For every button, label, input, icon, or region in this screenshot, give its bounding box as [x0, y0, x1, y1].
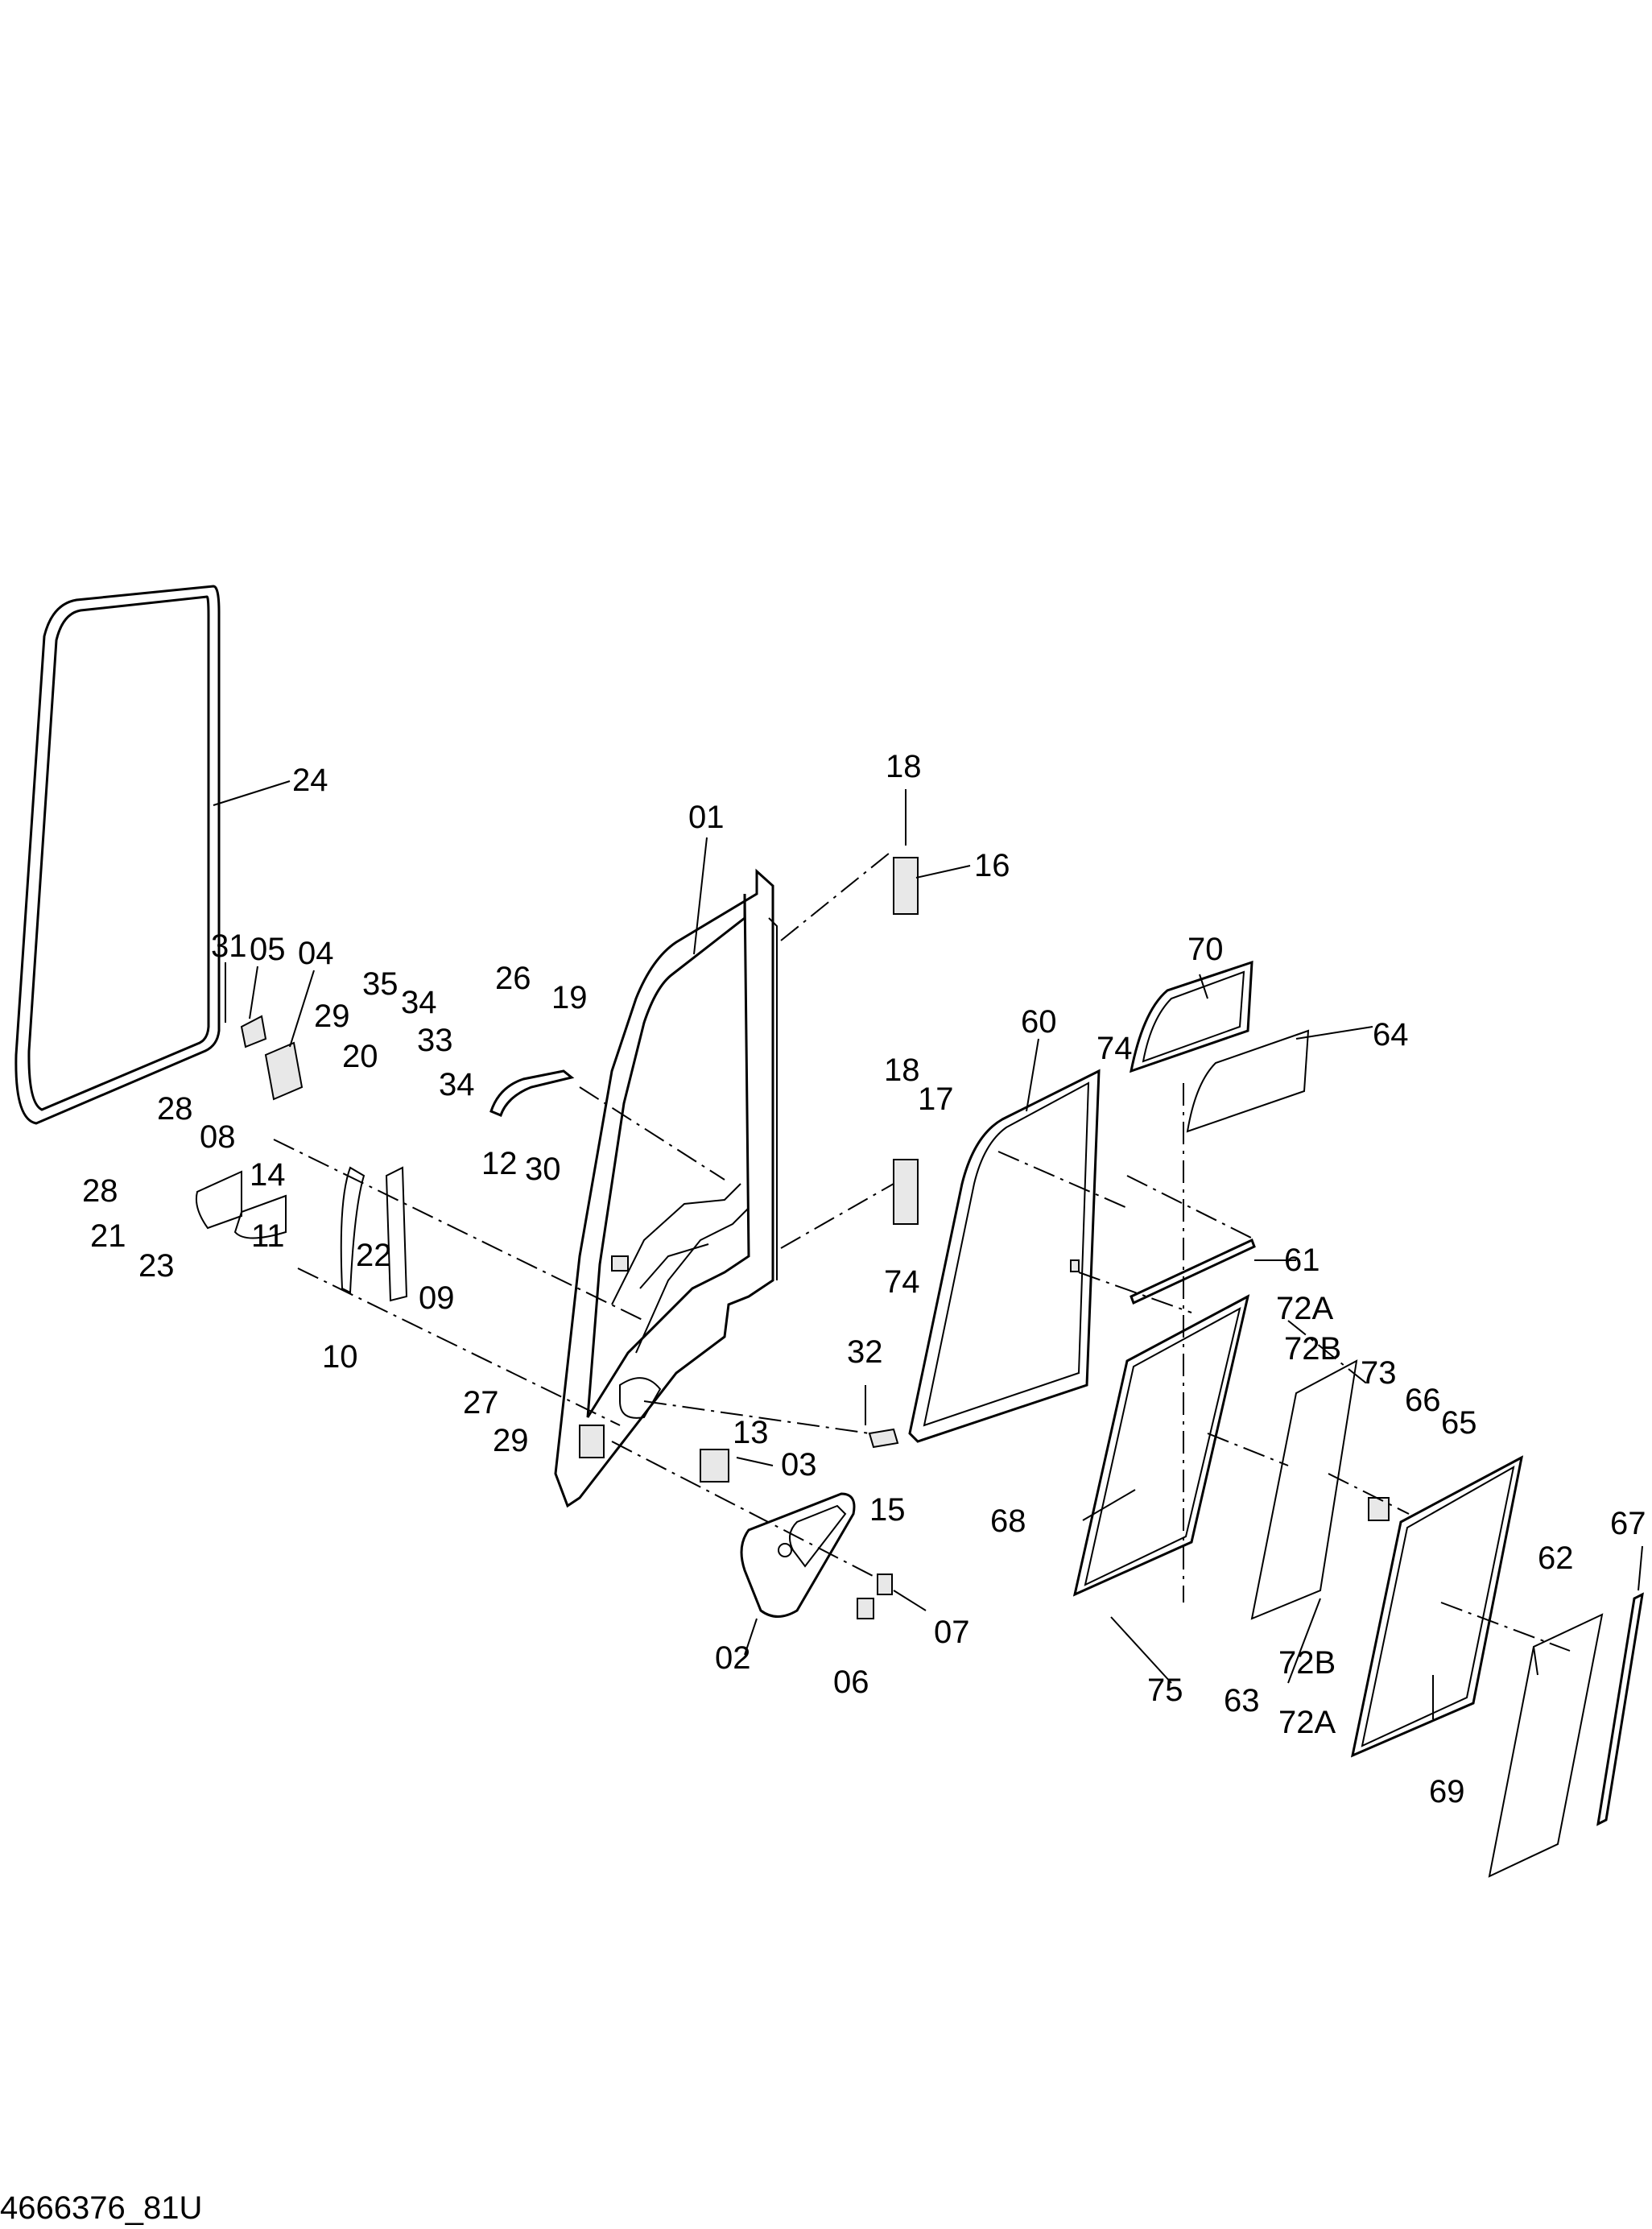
callout-73: 73 [1361, 1355, 1397, 1391]
callout-27: 27 [463, 1385, 499, 1421]
callout-labels: 24 01 18 16 31 05 04 35 34 33 34 29 20 2… [82, 749, 1646, 1809]
callout-60: 60 [1021, 1004, 1057, 1040]
callout-75: 75 [1147, 1673, 1183, 1708]
part-61-rail [1130, 1238, 1256, 1305]
callout-06: 06 [833, 1665, 869, 1700]
part-06-screw [857, 1598, 874, 1619]
part-19-grab-handle [489, 1069, 575, 1117]
callout-72B: 72B [1284, 1331, 1341, 1367]
callout-61: 61 [1284, 1243, 1320, 1278]
callout-11: 11 [251, 1218, 285, 1254]
callout-28: 28 [157, 1091, 193, 1127]
callout-02: 02 [715, 1640, 751, 1676]
callout-12: 12 [481, 1146, 518, 1181]
part-64-upper-glass [1186, 1029, 1310, 1133]
assembly-lines [273, 849, 1571, 1652]
callout-01: 01 [688, 800, 725, 835]
part-16-hinge [893, 857, 919, 915]
callout-24: 24 [292, 763, 328, 798]
callout-26: 26 [495, 961, 531, 996]
callout-63: 63 [1224, 1683, 1260, 1718]
callout-70: 70 [1187, 932, 1224, 967]
callout-67: 67 [1610, 1506, 1646, 1541]
callout-74: 74 [1097, 1031, 1133, 1066]
callout-19: 19 [551, 980, 588, 1015]
leader-lines [213, 780, 1643, 1719]
part-03-latch [700, 1449, 729, 1483]
callout-14: 14 [250, 1157, 286, 1193]
part-65-catch [1368, 1497, 1390, 1521]
callout-08: 08 [200, 1119, 236, 1155]
part-17-hinge [893, 1159, 919, 1225]
callout-17: 17 [918, 1081, 954, 1117]
callout-72A-2: 72A [1278, 1705, 1336, 1740]
callout-28b: 28 [82, 1173, 118, 1209]
callout-74b: 74 [884, 1264, 920, 1300]
callout-18: 18 [886, 749, 922, 784]
part-15-bracket [868, 1428, 899, 1449]
callout-20: 20 [342, 1039, 378, 1074]
callout-18b: 18 [884, 1052, 920, 1088]
callout-04: 04 [298, 936, 334, 971]
callout-34: 34 [401, 985, 437, 1020]
callout-07: 07 [934, 1615, 970, 1650]
callout-10: 10 [322, 1339, 358, 1375]
callout-33: 33 [417, 1023, 453, 1058]
callout-23: 23 [138, 1248, 175, 1284]
callout-29: 29 [314, 999, 350, 1034]
callout-03: 03 [781, 1447, 817, 1483]
callout-21: 21 [90, 1218, 126, 1254]
callout-29b: 29 [493, 1423, 529, 1458]
callout-68: 68 [990, 1503, 1026, 1539]
callout-72A: 72A [1276, 1291, 1333, 1326]
part-02-handle-panel [740, 1492, 856, 1618]
part-01-door-frame [554, 868, 778, 1508]
callout-64: 64 [1373, 1017, 1409, 1052]
part-24-seal [14, 585, 221, 1125]
part-05-bracket [240, 1015, 267, 1048]
drawing-number: 4666376_81U [0, 2190, 202, 2226]
callout-69: 69 [1429, 1774, 1465, 1809]
callout-22: 22 [356, 1238, 392, 1273]
callout-35: 35 [362, 966, 399, 1002]
part-04-lock [264, 1041, 304, 1101]
part-68-window-frame [1072, 1294, 1250, 1597]
part-62-glass [1488, 1613, 1604, 1878]
part-07-clip [877, 1574, 893, 1595]
part-67-strip [1596, 1592, 1644, 1826]
part-21-plate [195, 1170, 242, 1230]
callout-72B-2: 72B [1278, 1645, 1336, 1681]
callout-34b: 34 [439, 1067, 475, 1102]
part-70-upper-frame [1130, 960, 1253, 1073]
part-09-cover [385, 1166, 408, 1302]
callout-30: 30 [525, 1152, 561, 1187]
callout-32: 32 [847, 1334, 883, 1370]
part-60-window-frame [908, 1069, 1101, 1443]
part-23-plate [233, 1194, 287, 1239]
part-63-glass [1250, 1359, 1358, 1620]
callout-13: 13 [733, 1415, 769, 1450]
callout-16: 16 [974, 848, 1010, 883]
callout-05: 05 [250, 932, 286, 967]
callout-62: 62 [1538, 1540, 1574, 1576]
callout-09: 09 [419, 1280, 455, 1316]
part-11-cover [340, 1166, 366, 1294]
callout-65: 65 [1441, 1405, 1477, 1441]
callout-15: 15 [869, 1492, 906, 1528]
callout-66: 66 [1405, 1383, 1441, 1418]
callout-31: 31 [211, 928, 247, 964]
